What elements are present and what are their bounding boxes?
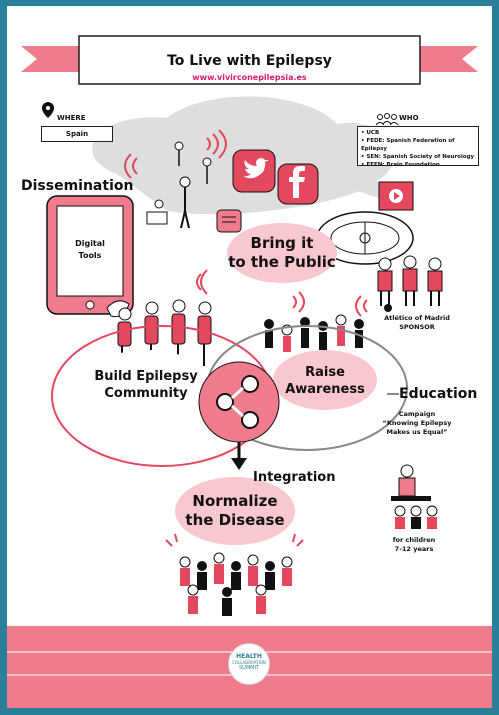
bring-public-bubble — [227, 223, 337, 283]
person-figure — [179, 176, 191, 188]
where-label: WHERE — [57, 114, 86, 122]
title-banner — [78, 35, 421, 85]
raise-awareness-bubble — [273, 350, 377, 410]
who-label: WHO — [399, 114, 419, 122]
integration-label: Integration — [253, 470, 336, 485]
website-link[interactable]: www.vivirconepilepsia.es — [192, 73, 307, 82]
page-title: To Live with Epilepsy — [167, 53, 332, 69]
signal-icon — [206, 129, 227, 159]
share-icon — [198, 361, 280, 443]
chat-icon — [216, 209, 242, 233]
who-item: • UCB — [361, 130, 380, 136]
who-item: • FEEN: Brain Foundation — [361, 162, 440, 168]
community-people — [117, 269, 212, 366]
poster: To Live with Epilepsy www.vivirconepilep… — [7, 6, 492, 708]
who-item: • FEDE: Spanish Federation of Epilepsy — [361, 138, 455, 152]
education-label: Education — [399, 386, 478, 402]
people-icon — [377, 114, 383, 120]
where-value: Spain — [41, 126, 113, 142]
dissemination-label: Dissemination — [21, 178, 134, 194]
summit-logo: HEALTH COLLABORATION SUMMIT — [228, 643, 270, 685]
scene-illustration — [21, 35, 478, 616]
who-list: • UCB • FEDE: Spanish Federation of Epil… — [357, 126, 479, 168]
ribbon-right — [420, 46, 478, 72]
classroom-illustration — [391, 464, 438, 529]
normalize-bubble — [175, 477, 295, 545]
bottom-crowd — [165, 533, 304, 616]
football-players — [377, 255, 443, 312]
ribbon-left — [21, 46, 79, 72]
awareness-crowd — [264, 291, 368, 352]
who-item: • SEN: Spanish Society of Neurology — [361, 154, 475, 160]
